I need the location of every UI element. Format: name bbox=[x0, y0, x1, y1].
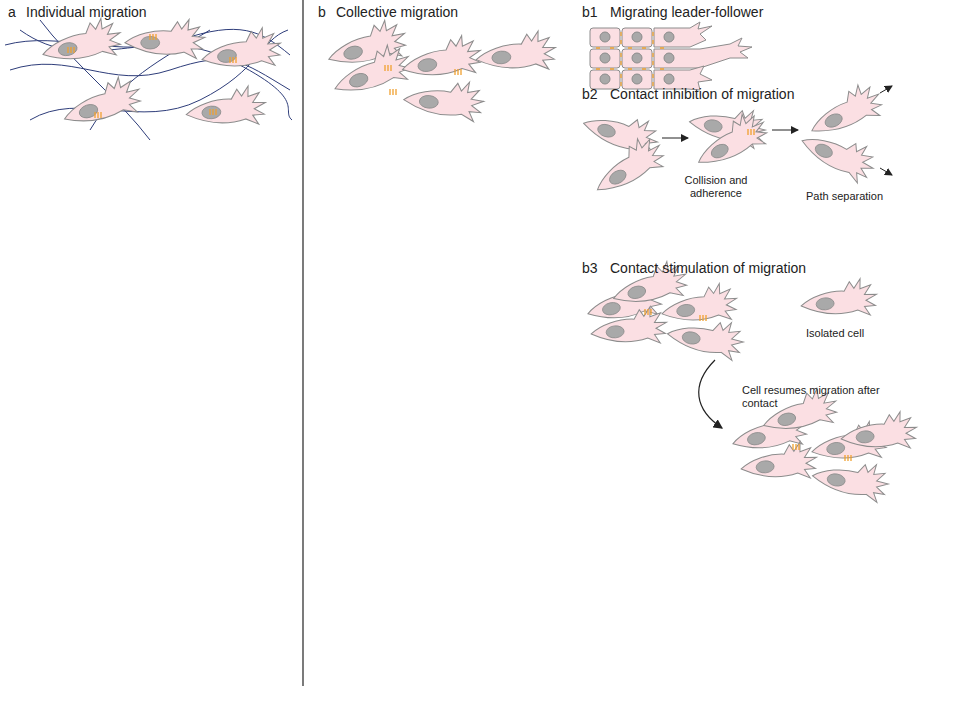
adhesion-marks bbox=[68, 34, 236, 118]
panel-title: Collective migration bbox=[336, 4, 458, 20]
panel-title: Contact inhibition of migration bbox=[610, 86, 794, 102]
panel-letter: b bbox=[318, 4, 326, 20]
divider-line bbox=[302, 0, 303, 686]
panel-title: Migrating leader-follower bbox=[610, 4, 763, 20]
step-label: Collision and adherence bbox=[668, 174, 764, 199]
epithelial-sheet bbox=[590, 22, 752, 90]
panel-letter: b1 bbox=[582, 4, 598, 20]
contact-inhibition bbox=[579, 79, 892, 203]
panel-title: Contact stimulation of migration bbox=[610, 260, 806, 276]
fibers bbox=[5, 20, 292, 140]
panel-letter: b3 bbox=[582, 260, 598, 276]
migrating-cells bbox=[38, 15, 283, 134]
panel-letter: a bbox=[8, 4, 16, 20]
panel-title: Individual migration bbox=[26, 4, 147, 20]
step-label: Cell resumes migration after contact bbox=[742, 384, 882, 409]
collective-cells bbox=[323, 16, 557, 122]
contact-stimulation bbox=[583, 258, 918, 504]
step-label: Path separation bbox=[806, 190, 883, 203]
panel-letter: b2 bbox=[582, 86, 598, 102]
step-label: Isolated cell bbox=[806, 327, 864, 340]
